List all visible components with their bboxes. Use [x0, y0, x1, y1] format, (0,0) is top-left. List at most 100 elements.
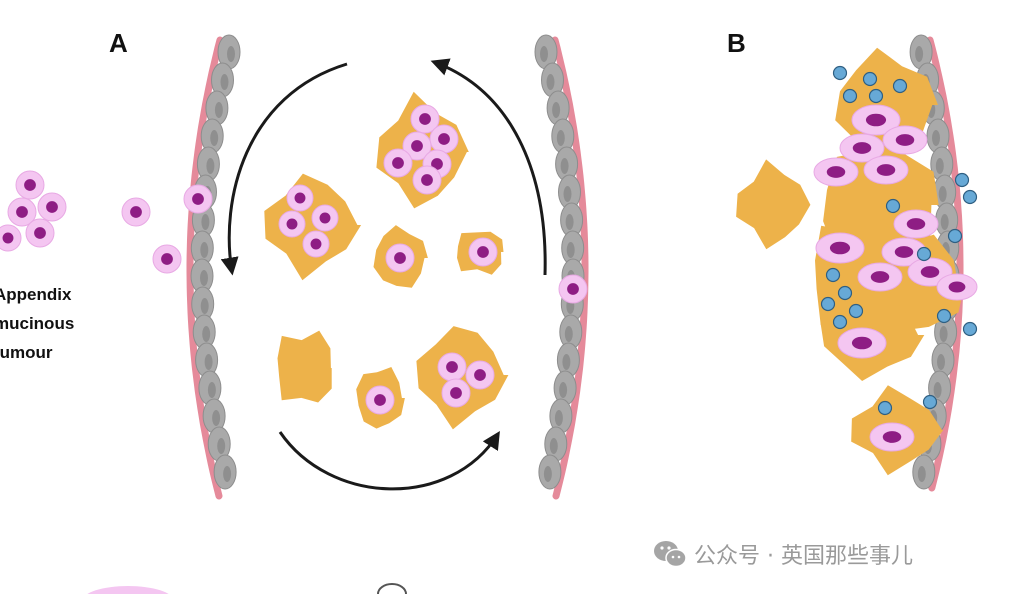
tumour-nucleus	[319, 212, 331, 224]
immune-cell	[922, 394, 938, 410]
tumour-nucleus	[474, 369, 486, 381]
tumour-nucleus	[421, 174, 433, 186]
mesothelial-nucleus	[556, 130, 565, 146]
watermark: 公众号 · 英国那些事儿	[652, 537, 913, 571]
mucin-blob	[277, 330, 332, 403]
immune-cell	[842, 88, 858, 104]
mesothelial-nucleus	[915, 46, 924, 62]
tumour-nucleus	[567, 283, 579, 295]
panel-label-b: B	[727, 28, 746, 58]
mesothelial-nucleus	[933, 382, 942, 398]
tumour-nucleus	[310, 238, 322, 250]
mesothelial-nucleus	[217, 438, 226, 454]
immune-cell	[832, 65, 848, 81]
wall-membrane	[926, 36, 964, 492]
mesothelial-nucleus	[223, 466, 232, 482]
tumour-nucleus	[2, 232, 14, 244]
mesothelial-nucleus	[939, 326, 948, 342]
immune-cell	[837, 285, 853, 301]
immune-cell	[947, 228, 963, 244]
wall-membrane	[186, 36, 224, 500]
immune-cells	[820, 65, 978, 416]
immune-cell	[936, 308, 952, 324]
immune-cell	[962, 189, 978, 205]
immune-cell	[877, 400, 893, 416]
mesothelial-nucleus	[546, 74, 555, 90]
tumour-nucleus	[286, 218, 298, 230]
immune-cell	[892, 78, 908, 94]
mesothelial-nucleus	[214, 102, 223, 118]
mesothelial-nucleus	[559, 382, 568, 398]
tumour-nucleus	[446, 361, 458, 373]
tumour-nucleus	[294, 192, 306, 204]
immune-cell	[848, 303, 864, 319]
tumour-nucleus	[192, 193, 204, 205]
mesothelial-nucleus	[564, 326, 573, 342]
mesothelial-nucleus	[917, 466, 926, 482]
mesothelial-nucleus	[940, 214, 949, 230]
tumour-nucleus	[948, 281, 966, 293]
immune-cell	[962, 321, 978, 337]
mesothelial-nucleus	[202, 326, 211, 342]
mesothelial-nucleus	[200, 270, 208, 286]
tumour-nucleus	[876, 164, 896, 176]
mesothelial-nucleus	[220, 74, 229, 90]
mesothelial-nucleus	[543, 466, 552, 482]
immune-cell	[916, 246, 932, 262]
immune-cell	[820, 296, 836, 312]
immune-cell	[885, 198, 901, 214]
tumour-label-line-3: tumour	[0, 343, 53, 362]
tumour-nucleus	[16, 206, 28, 218]
tumour-nucleus	[34, 227, 46, 239]
tumour-nucleus	[431, 158, 443, 170]
tumour-nucleus	[852, 142, 872, 154]
circulation-arrows	[220, 58, 547, 595]
tumour-nucleus	[851, 336, 873, 350]
mesothelial-nucleus	[935, 158, 944, 174]
mesothelial-nucleus	[937, 354, 945, 370]
mesothelial-nucleus	[540, 46, 548, 62]
tumour-nucleus	[829, 241, 851, 255]
immune-cell	[825, 267, 841, 283]
mesothelial-nucleus	[932, 130, 940, 146]
tumour-label-line-2: mucinous	[0, 314, 75, 333]
mesothelial-nucleus	[552, 102, 561, 118]
mesothelial-nucleus	[200, 242, 209, 258]
tumour-nucleus	[882, 431, 902, 443]
mesothelial-nucleus	[227, 46, 235, 62]
tumour-nucleus	[870, 271, 890, 283]
tumour-nucleus	[130, 206, 142, 218]
tumour-nucleus	[450, 387, 462, 399]
tumour-nucleus	[477, 246, 489, 258]
tumour-nucleus	[906, 218, 926, 230]
tumour-cells	[0, 104, 978, 599]
tumour-nucleus	[895, 134, 915, 146]
mesothelial-nucleus	[206, 158, 215, 174]
immune-cell	[832, 314, 848, 330]
tumour-label: Appendix mucinous tumour	[0, 280, 104, 367]
tumour-label-line-1: Appendix	[0, 285, 72, 304]
tumour-nucleus	[394, 252, 406, 264]
mesothelial-nucleus	[938, 186, 947, 202]
immune-cell	[954, 172, 970, 188]
mesothelial-nucleus	[207, 382, 216, 398]
tumour-nucleus	[920, 266, 940, 278]
tumour-nucleus	[438, 133, 450, 145]
arrow-up-right	[430, 58, 547, 276]
mesothelial-nucleus	[554, 410, 563, 426]
mucin-blob	[416, 326, 509, 430]
immune-cell	[868, 88, 884, 104]
tumour-nucleus	[411, 140, 423, 152]
partial-cell-bottom	[83, 586, 173, 599]
mesothelial-nucleus	[562, 354, 571, 370]
watermark-text: 公众号 · 英国那些事儿	[694, 544, 913, 569]
mesothelial-nucleus	[204, 354, 213, 370]
tumour-nucleus	[392, 157, 404, 169]
tumour-nucleus	[865, 113, 887, 127]
wall-membrane	[551, 36, 589, 500]
tumour-nucleus	[161, 253, 173, 265]
wechat-icon	[654, 541, 687, 568]
mesothelial-nucleus	[566, 242, 575, 258]
arrow-bottom	[278, 430, 500, 491]
panel-label-a: A	[109, 28, 128, 58]
